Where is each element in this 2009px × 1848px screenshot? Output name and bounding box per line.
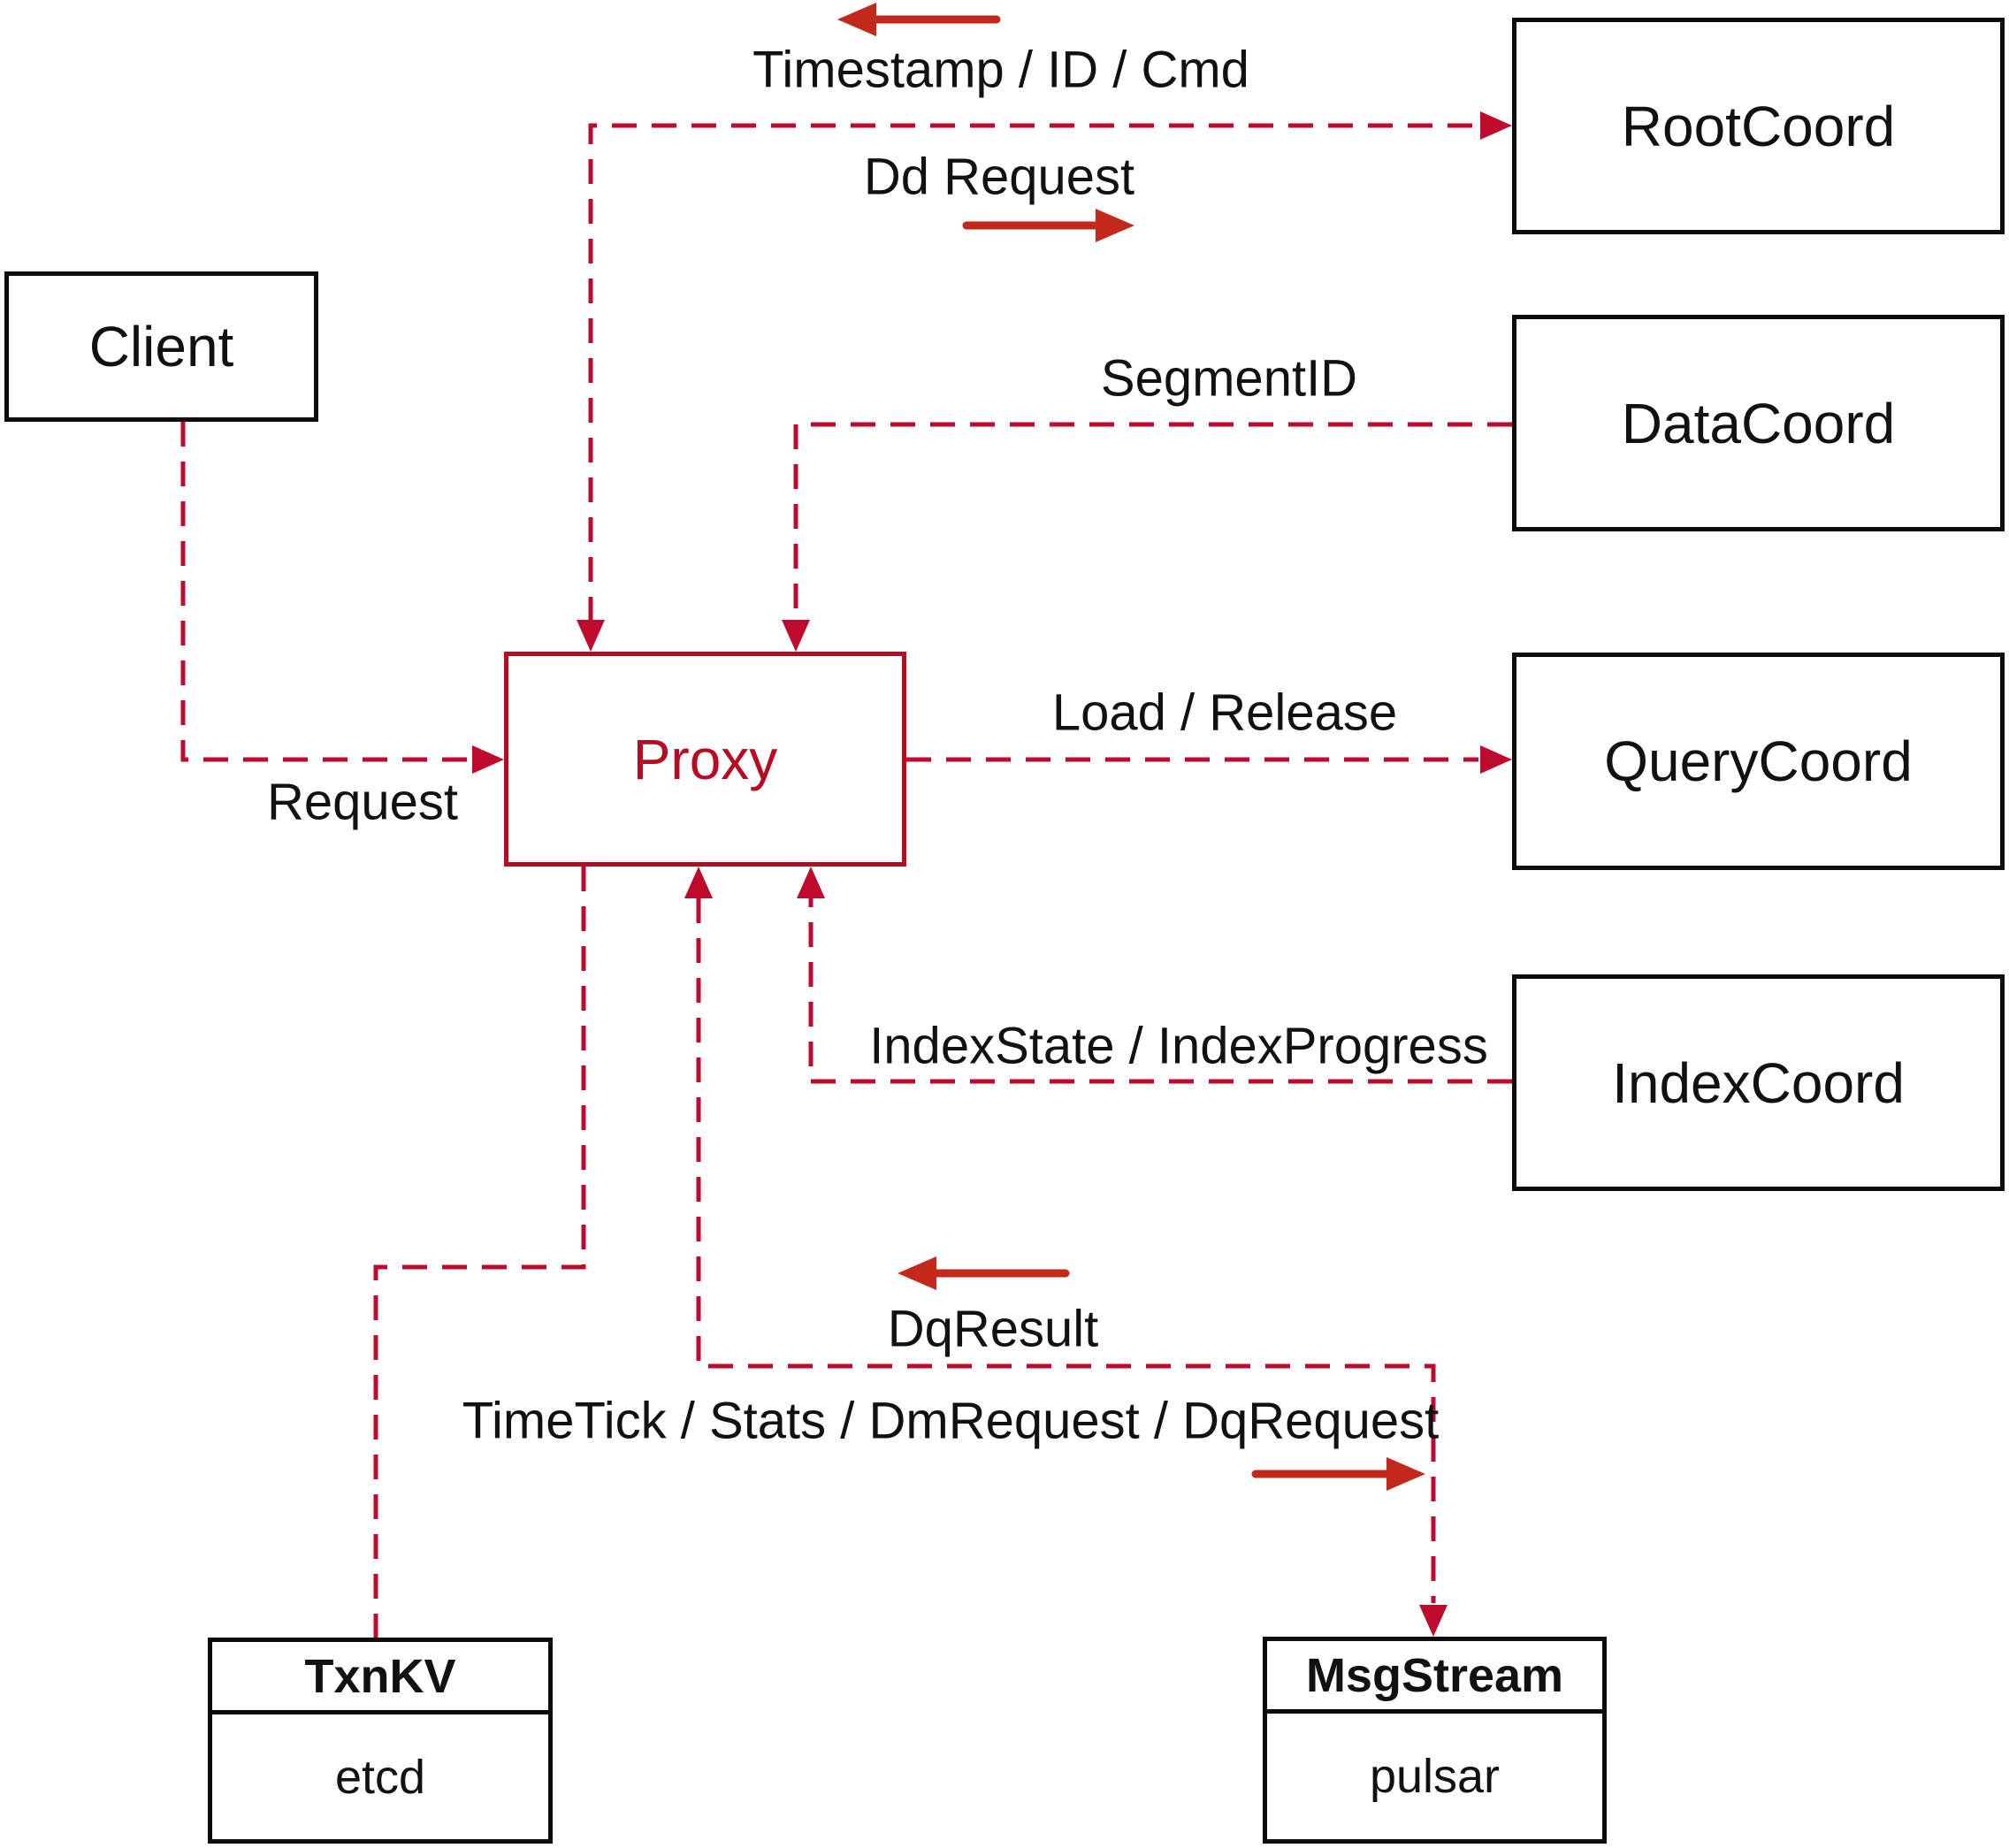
- client-node: Client: [4, 271, 318, 422]
- arrow-right-dd-request-icon: [962, 209, 1134, 242]
- arrowhead-into-proxy-top-left-icon: [577, 620, 605, 652]
- label-indexstate-indexprogress: IndexState / IndexProgress: [869, 1017, 1488, 1075]
- arrowhead-into-rootcoord-icon: [1480, 111, 1512, 140]
- txnkv-node-title: TxnKV: [212, 1642, 548, 1714]
- querycoord-node: QueryCoord: [1512, 653, 2005, 870]
- label-segmentid: SegmentID: [1100, 349, 1358, 408]
- arrowhead-into-proxy-left-icon: [472, 745, 504, 774]
- arrow-left-dqresult-icon: [898, 1256, 1070, 1290]
- rootcoord-node-label: RootCoord: [1621, 94, 1896, 158]
- label-request: Request: [266, 773, 459, 831]
- txnkv-node-impl: etcd: [334, 1750, 426, 1804]
- datacoord-node: DataCoord: [1512, 315, 2005, 531]
- arrow-right-timetick-icon: [1251, 1457, 1425, 1491]
- label-load-release: Load / Release: [1051, 683, 1398, 742]
- datacoord-node-label: DataCoord: [1621, 391, 1896, 455]
- label-dd-request: Dd Request: [863, 148, 1135, 206]
- edge-client-to-proxy: [180, 422, 470, 762]
- indexcoord-node: IndexCoord: [1512, 974, 2005, 1191]
- indexcoord-node-label: IndexCoord: [1612, 1050, 1905, 1115]
- arrow-left-timestamp-icon: [837, 3, 1001, 36]
- label-timestamp-id-cmd: Timestamp / ID / Cmd: [752, 41, 1249, 99]
- msgstream-node: MsgStream pulsar: [1263, 1637, 1607, 1844]
- arrowhead-into-msgstream-icon: [1419, 1605, 1448, 1637]
- arrowhead-into-querycoord-icon: [1480, 745, 1512, 774]
- msgstream-node-impl: pulsar: [1369, 1750, 1501, 1803]
- client-node-label: Client: [88, 315, 234, 378]
- arrowhead-into-proxy-bottom-right-icon: [797, 867, 825, 898]
- txnkv-node: TxnKV etcd: [208, 1638, 553, 1844]
- edge-datacoord-to-proxy: [793, 422, 1512, 620]
- edge-proxy-msgstream: [696, 898, 1436, 1603]
- msgstream-node-title: MsgStream: [1267, 1641, 1602, 1714]
- querycoord-node-label: QueryCoord: [1604, 729, 1913, 793]
- edge-proxy-txnkv: [373, 867, 586, 1638]
- arrowhead-into-proxy-bottom-left-icon: [684, 867, 713, 898]
- arrowhead-into-proxy-top-right-icon: [782, 620, 810, 652]
- proxy-node-label: Proxy: [632, 727, 778, 791]
- edge-proxy-rootcoord: [588, 123, 1478, 622]
- label-timetick-stats-dmrequest-dqrequest: TimeTick / Stats / DmRequest / DqRequest: [462, 1392, 1440, 1450]
- rootcoord-node: RootCoord: [1512, 18, 2005, 234]
- proxy-node: Proxy: [504, 652, 906, 867]
- label-dqresult: DqResult: [887, 1300, 1099, 1358]
- edge-indexcoord-to-proxy: [808, 898, 1512, 1084]
